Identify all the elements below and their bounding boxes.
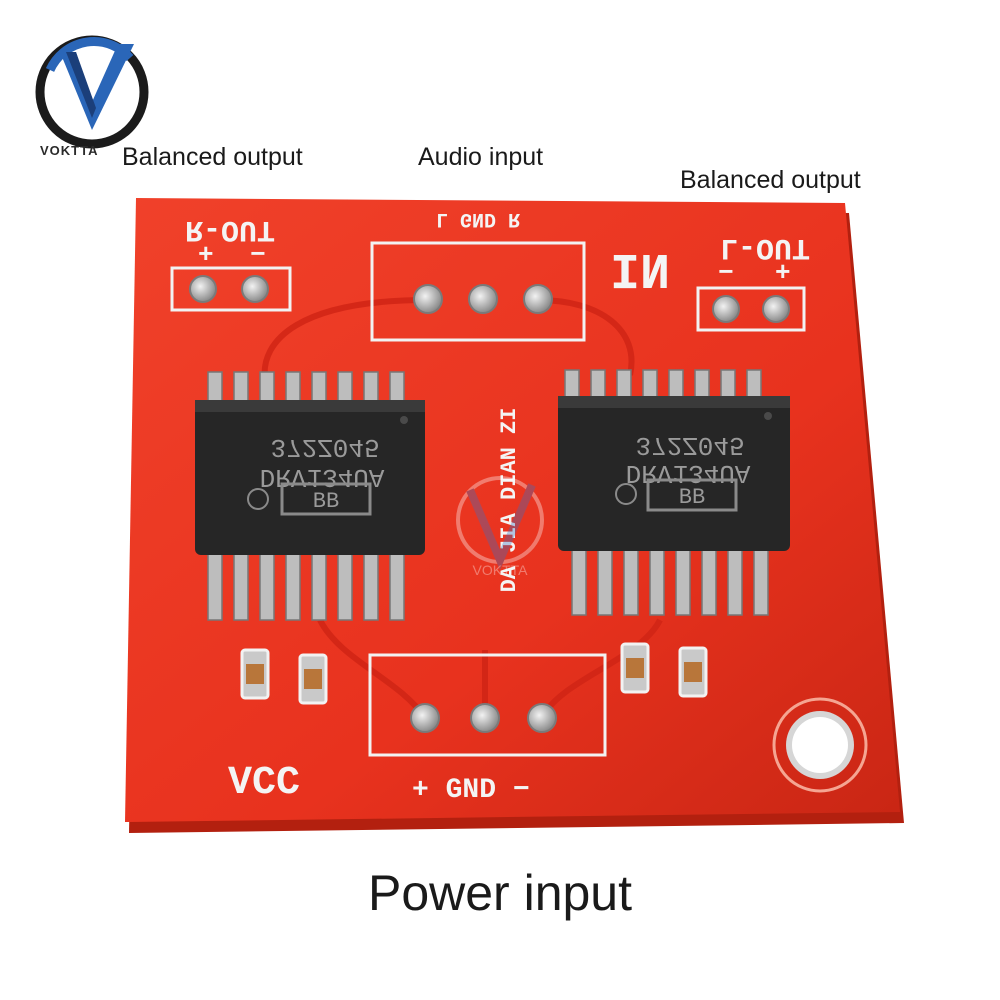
in-silkscreen: IN — [610, 239, 670, 296]
watermark-text: VOKTTA — [473, 562, 529, 578]
balanced-output-left-label: Balanced output — [122, 143, 303, 171]
vcc-silkscreen: VCC — [228, 761, 300, 806]
r-out-plus: + — [198, 240, 214, 270]
power-input-pins — [410, 703, 557, 733]
chip-right-code: 372Z045 — [635, 430, 744, 460]
watermark: VOKTTA — [456, 476, 544, 578]
balanced-output-right-label: Balanced output — [680, 166, 861, 194]
r-out-header-outline — [170, 266, 292, 312]
r-out-silkscreen: R-OUT — [185, 212, 275, 246]
mounting-hole — [772, 697, 868, 793]
r-out-minus: − — [250, 240, 266, 270]
audio-input-pins — [413, 284, 553, 314]
chip-left: 372Z045 DRV134UA BB — [195, 371, 425, 621]
audio-header-silkscreen: L GND R — [436, 207, 520, 230]
smd-capacitors — [240, 642, 708, 705]
chip-right-brand: BB — [679, 485, 705, 510]
vertical-maker-silkscreen: DA JIA DIAN ZI — [497, 408, 522, 593]
audio-input-label: Audio input — [418, 143, 544, 171]
audio-input-header-outline — [370, 241, 586, 342]
l-out-pins — [712, 295, 790, 323]
chip-right: 372Z045 DRV134UA BB — [558, 369, 790, 616]
chip-right-part: DRV134UA — [626, 458, 751, 488]
chip-left-code: 372Z045 — [270, 432, 379, 462]
brand-name: VOKTTA — [40, 143, 99, 158]
l-out-silkscreen: L-OUT — [720, 230, 810, 264]
power-input-label: Power input — [367, 865, 633, 921]
chip-left-part: DRV134UA — [260, 462, 385, 492]
l-out-plus: + — [775, 258, 791, 288]
l-out-minus: − — [718, 258, 734, 288]
power-header-silkscreen: + GND − — [412, 775, 530, 806]
chip-left-brand: BB — [313, 489, 339, 514]
power-input-header-outline — [368, 653, 607, 757]
l-out-header-outline — [696, 286, 806, 332]
brand-logo — [35, 35, 149, 149]
r-out-pins — [189, 275, 269, 303]
